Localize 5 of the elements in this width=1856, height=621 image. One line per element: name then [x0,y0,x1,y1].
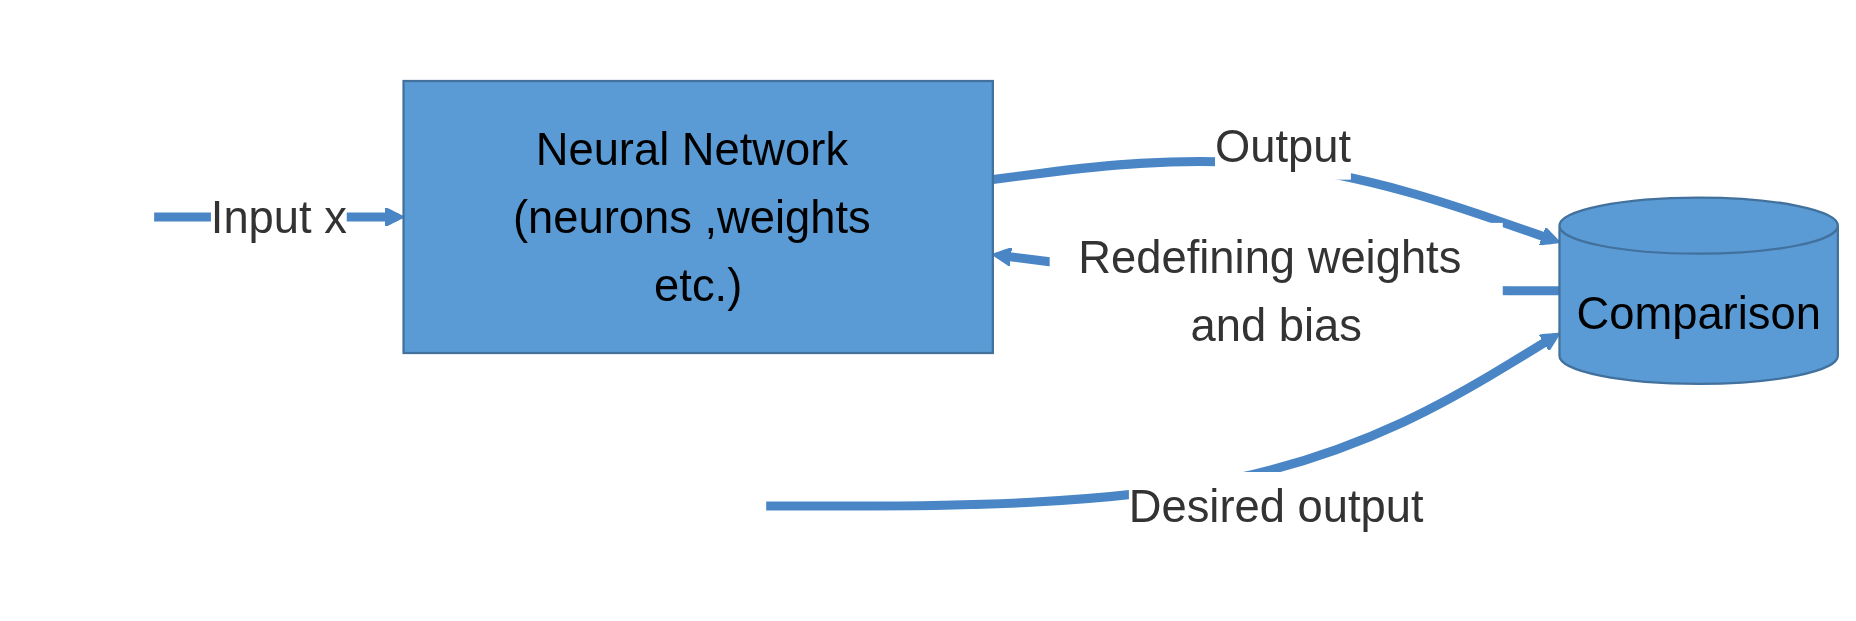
edge-label: Output [1214,120,1352,171]
edge-label: Redefining weights and bias [1078,231,1462,350]
node-box: Neural Network (neurons ,weights etc.) [402,79,994,355]
edge-label: Input x [210,192,347,242]
edge-label: Desired output [1128,481,1424,531]
